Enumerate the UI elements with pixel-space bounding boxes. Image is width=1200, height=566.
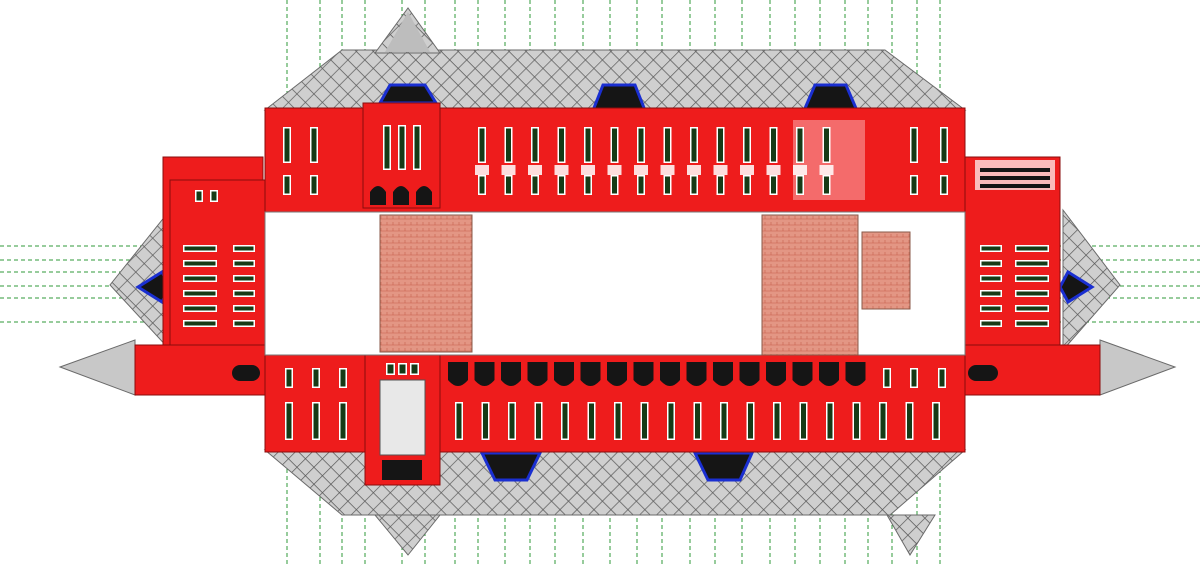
windows-left xyxy=(183,190,260,381)
arch xyxy=(713,362,733,386)
arches-bottom xyxy=(448,362,866,386)
arch xyxy=(819,362,839,386)
windows-top xyxy=(283,125,948,195)
arch xyxy=(739,362,760,386)
arch xyxy=(501,362,521,386)
arch xyxy=(474,362,495,386)
arches-top xyxy=(370,186,432,205)
arch xyxy=(686,362,707,386)
arch xyxy=(633,362,654,386)
arch xyxy=(527,362,548,386)
arch xyxy=(660,362,680,386)
arch xyxy=(766,362,786,386)
arch xyxy=(554,362,574,386)
arch xyxy=(448,362,468,386)
arch xyxy=(607,362,627,386)
arch xyxy=(792,362,813,386)
arch xyxy=(580,362,601,386)
arch xyxy=(845,362,866,386)
roof-right xyxy=(1062,208,1177,396)
courtyard xyxy=(264,211,966,356)
dormers-bottom xyxy=(479,451,755,482)
windows-bottom xyxy=(285,363,946,440)
windows-right xyxy=(968,168,1050,381)
